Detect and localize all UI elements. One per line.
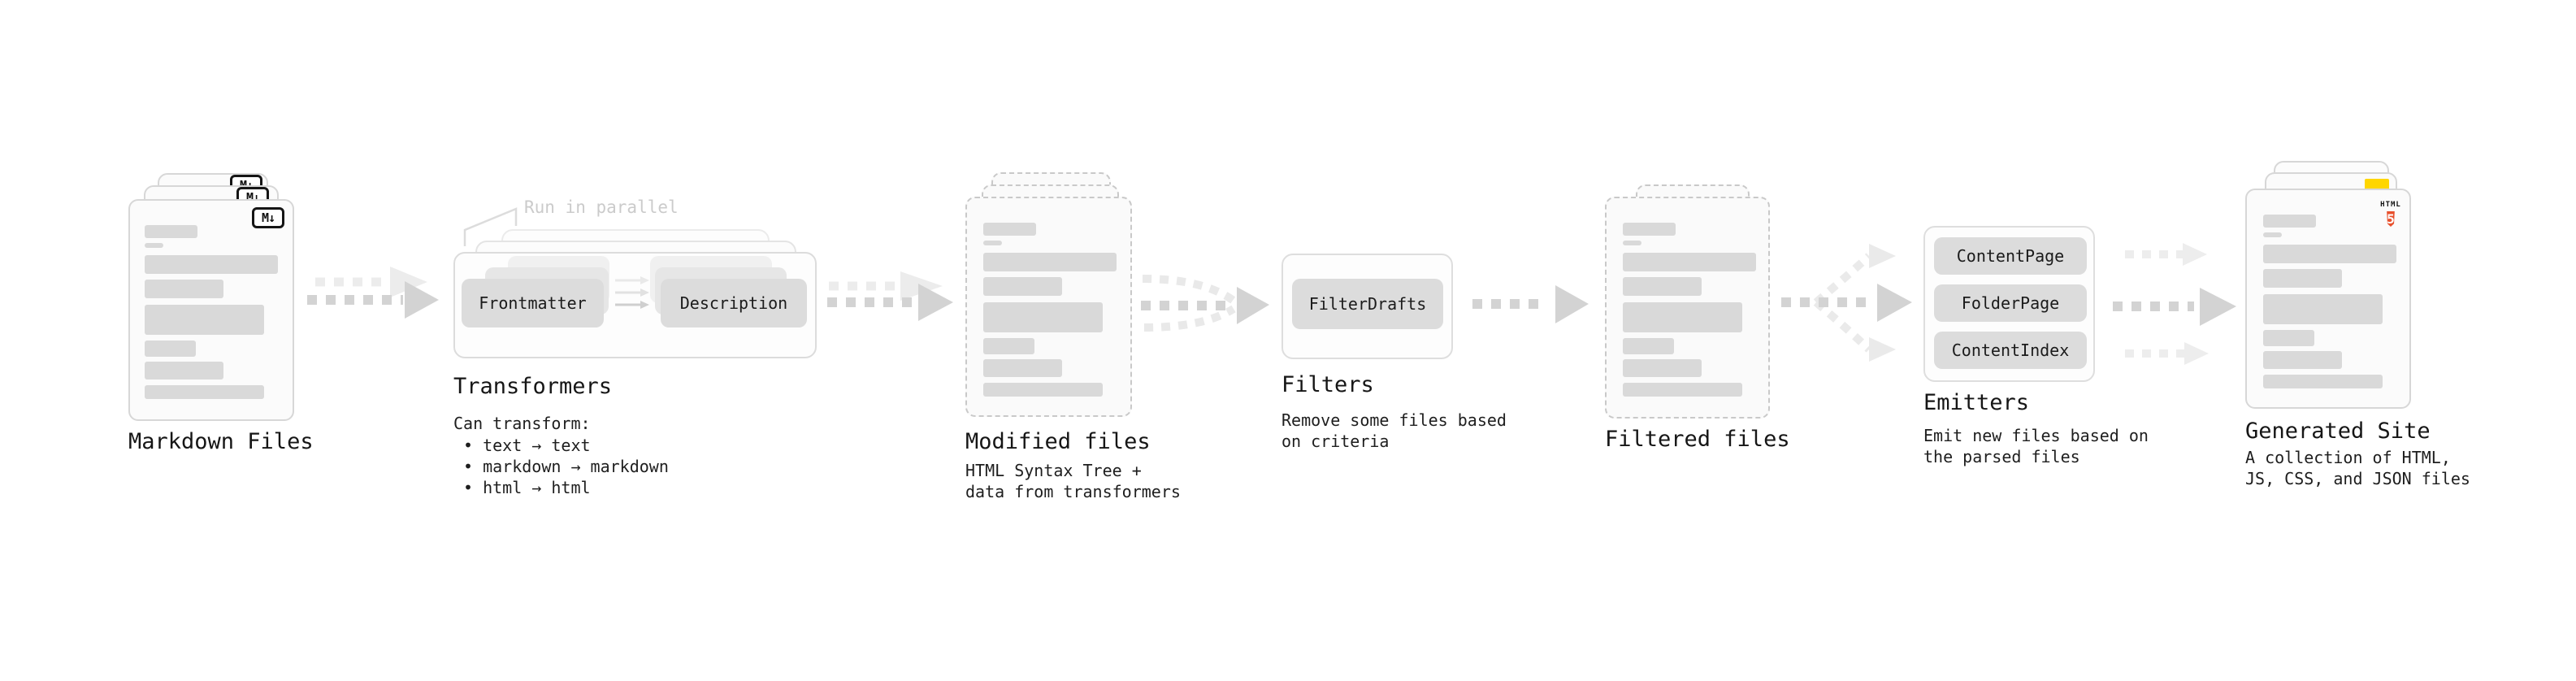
text-placeholder-bar [983,383,1103,397]
frontmatter-button: Frontmatter [462,279,604,327]
text-placeholder-bar [1623,302,1742,332]
arrow-right-icon [307,267,439,319]
text-placeholder-bar [983,302,1103,332]
generated-site-desc: JS, CSS, and JSON files [2245,469,2470,488]
modified-files-desc: data from transformers [965,482,1181,501]
text-placeholder-bar [983,277,1062,296]
generated-file-card-front: HTML 5 [2245,189,2411,409]
transformers-desc-item: • html → html [463,478,591,497]
text-placeholder-bar [145,243,163,248]
folderpage-button: FolderPage [1934,284,2087,322]
contentpage-button: ContentPage [1934,237,2087,275]
arrow-multilane-icon [2113,243,2236,365]
filtered-file-card-front [1605,197,1770,419]
markdown-file-card-front: M↓ [128,199,294,421]
arrow-fanout-icon [1781,244,1912,362]
markdown-icon: M↓ [252,207,284,228]
text-placeholder-bar [1623,359,1702,377]
filters-desc: Remove some files based [1281,410,1507,430]
text-placeholder-bar [145,362,223,380]
text-placeholder-bar [145,340,196,357]
text-placeholder-bar [1623,223,1676,236]
arrow-right-icon [1472,285,1589,323]
text-placeholder-bar [1623,383,1742,397]
text-placeholder-bar [983,253,1117,271]
text-placeholder-bar [145,255,278,274]
modified-file-card-front [965,197,1132,417]
text-placeholder-bar [983,359,1062,377]
html5-icon-shield: 5 [2387,211,2395,227]
text-placeholder-bar [145,305,264,335]
js-icon [2365,179,2389,190]
text-placeholder-bar [983,338,1034,354]
transformers-desc-item: • markdown → markdown [463,457,669,476]
text-placeholder-bar [2263,245,2396,263]
filters-desc: on criteria [1281,432,1390,451]
description-button: Description [661,279,807,327]
arrow-right-icon [827,271,953,321]
filterdrafts-button: FilterDrafts [1292,279,1443,329]
filtered-files-label: Filtered files [1605,427,1790,452]
text-placeholder-bar [2263,215,2316,228]
filters-label: Filters [1281,372,1374,397]
text-placeholder-bar [145,280,223,298]
html5-icon-label: HTML [2380,201,2401,209]
callout-line [463,207,518,246]
emitters-label: Emitters [1923,390,2030,415]
text-placeholder-bar [1623,241,1641,245]
transformers-desc-heading: Can transform: [453,414,591,433]
transformers-label: Transformers [453,374,613,399]
contentindex-button: ContentIndex [1934,332,2087,369]
text-placeholder-bar [1623,338,1674,354]
generated-site-label: Generated Site [2245,419,2431,444]
html5-icon: HTML 5 [2377,194,2405,229]
text-placeholder-bar [2263,269,2342,288]
text-placeholder-bar [145,225,197,238]
modified-files-label: Modified files [965,429,1151,454]
parallel-arrows-icon [615,276,649,309]
text-placeholder-bar [2263,232,2282,237]
transformers-desc-item: • text → text [463,436,591,455]
text-placeholder-bar [2263,294,2383,324]
text-placeholder-bar [1623,277,1702,296]
emitters-desc: the parsed files [1923,447,2080,466]
emitters-desc: Emit new files based on [1923,426,2149,445]
run-in-parallel-annotation: Run in parallel [524,197,679,217]
text-placeholder-bar [983,241,1002,245]
markdown-files-label: Markdown Files [128,429,314,454]
text-placeholder-bar [2263,351,2342,369]
text-placeholder-bar [1623,253,1756,271]
modified-files-desc: HTML Syntax Tree + [965,461,1142,480]
text-placeholder-bar [145,385,264,399]
text-placeholder-bar [2263,375,2383,388]
generated-site-desc: A collection of HTML, [2245,448,2451,467]
text-placeholder-bar [983,223,1036,236]
text-placeholder-bar [2263,330,2314,346]
arrow-converge-icon [1141,275,1269,332]
